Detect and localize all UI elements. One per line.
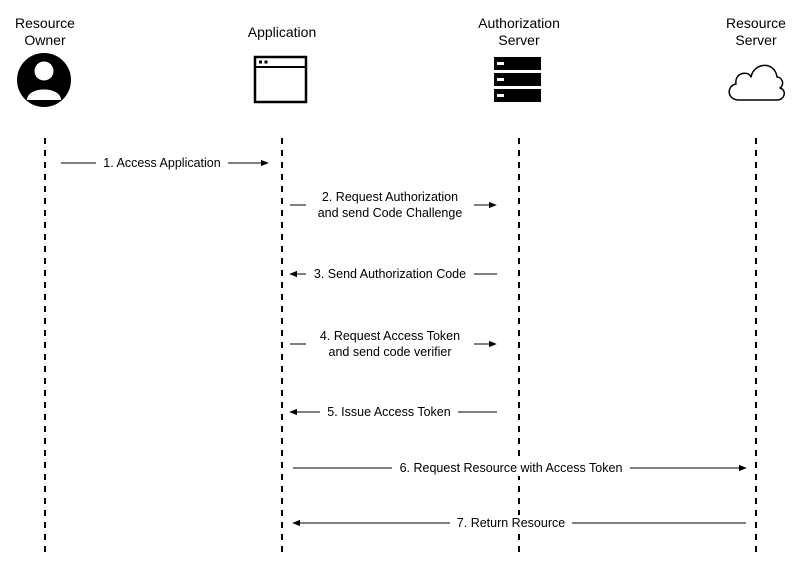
actor-label-resource-server: Resource Server bbox=[726, 15, 786, 48]
server-rack-icon bbox=[494, 57, 541, 102]
actor-label-application: Application bbox=[247, 24, 317, 40]
cloud-icon bbox=[728, 64, 785, 101]
message-label-7: 7. Return Resource bbox=[450, 515, 572, 531]
actor-label-authorization-server: Authorization Server bbox=[478, 15, 560, 48]
message-label-1: 1. Access Application bbox=[96, 155, 228, 171]
person-icon bbox=[17, 53, 71, 107]
message-label-4: 4. Request Access Token and send code ve… bbox=[306, 328, 474, 360]
message-label-5: 5. Issue Access Token bbox=[320, 404, 458, 420]
message-label-6: 6. Request Resource with Access Token bbox=[392, 460, 630, 476]
message-label-3: 3. Send Authorization Code bbox=[306, 266, 474, 282]
actor-label-resource-owner: Resource Owner bbox=[15, 15, 75, 48]
message-label-2: 2. Request Authorization and send Code C… bbox=[306, 189, 474, 221]
browser-window-icon bbox=[253, 55, 308, 104]
